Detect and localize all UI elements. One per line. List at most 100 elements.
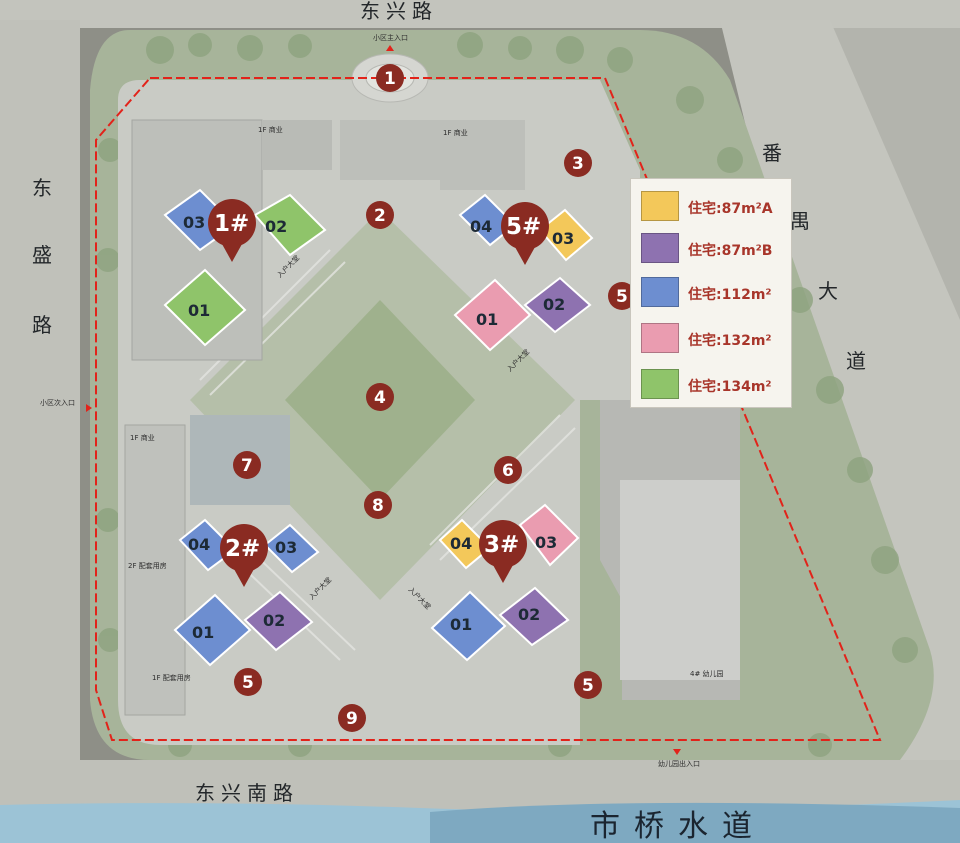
tower-3-unit-03-label: 03 <box>535 533 557 552</box>
secondary-entrance-label: 小区次入口 <box>40 398 75 407</box>
tower-5-unit-03 <box>538 208 594 262</box>
legend-item-134: 住宅:134m² <box>641 369 791 401</box>
svg-text:9: 9 <box>346 709 358 729</box>
marker-9: 9 <box>338 704 366 732</box>
tower-5-badge <box>501 202 549 250</box>
svg-text:1: 1 <box>384 69 396 89</box>
legend-item-87a: 住宅:87m²A <box>641 191 791 223</box>
tower-5-unit-04-label: 04 <box>470 217 492 236</box>
tower-3-badge-pin <box>493 565 513 583</box>
tower-3: 04 03 01 02 3# <box>430 503 580 662</box>
commercial-label-1: 1F 商业 <box>258 125 283 134</box>
road-label-east-2: 禺 <box>790 209 816 233</box>
svg-text:5: 5 <box>242 673 254 693</box>
svg-text:2: 2 <box>374 206 386 226</box>
legend-label: 住宅:112m² <box>688 287 772 303</box>
main-entrance-arrow <box>386 45 394 51</box>
tower-3-unit-01-label: 01 <box>450 615 472 634</box>
marker-5c: 5 <box>574 671 602 699</box>
north-commercial-3 <box>440 120 525 190</box>
tower-3-unit-04-label: 04 <box>450 534 472 553</box>
tower-1-unit-03-label: 03 <box>183 213 205 232</box>
ancillary-label-1f: 1F 配套用房 <box>152 673 191 682</box>
tower-1-badge <box>208 199 256 247</box>
road-label-east-4: 道 <box>846 349 872 373</box>
canal-label: 市桥水道 <box>590 809 766 843</box>
legend-label: 住宅:87m²A <box>688 201 773 217</box>
ancillary-label-2f: 2F 配套用房 <box>128 561 167 570</box>
svg-text:5: 5 <box>616 287 628 307</box>
tower-3-badge <box>479 520 527 568</box>
tower-3-unit-01 <box>430 590 507 662</box>
road-label-west: 东 盛 路 <box>32 176 58 337</box>
tower-5: 04 03 01 02 5# <box>453 193 594 352</box>
tower-2-unit-02 <box>243 590 314 652</box>
road-label-south: 东兴南路 <box>195 781 299 805</box>
tower-1-unit-02-label: 02 <box>265 217 287 236</box>
svg-text:5: 5 <box>582 676 594 696</box>
tower-5-unit-03-label: 03 <box>552 229 574 248</box>
tower-2-unit-04-label: 04 <box>188 535 210 554</box>
svg-text:6: 6 <box>502 461 514 481</box>
legend-swatch <box>641 191 679 221</box>
tower-3-unit-02 <box>498 586 570 647</box>
legend-item-112: 住宅:112m² <box>641 277 791 309</box>
legend-swatch <box>641 369 679 399</box>
legend-swatch <box>641 323 679 353</box>
marker-4: 4 <box>366 383 394 411</box>
svg-text:8: 8 <box>372 496 384 516</box>
tower-3-unit-03 <box>518 503 580 567</box>
marker-1: 1 <box>376 64 404 92</box>
kindergarten-roof <box>620 480 740 680</box>
legend-label: 住宅:134m² <box>688 379 772 395</box>
tower-2-unit-01 <box>173 593 252 667</box>
west-road <box>0 20 80 780</box>
tower-1-unit-01-label: 01 <box>188 301 210 320</box>
road-label-west-3: 路 <box>32 313 58 337</box>
marker-2: 2 <box>366 201 394 229</box>
tower-5-label: 5# <box>506 214 541 240</box>
legend-swatch <box>641 277 679 307</box>
tower-5-unit-02 <box>523 276 592 334</box>
kindergarten-label: 4# 幼儿园 <box>690 669 724 678</box>
tower-1-label: 1# <box>214 211 249 237</box>
kindergarten-entrance-arrow <box>673 749 681 755</box>
legend-swatch <box>641 233 679 263</box>
tower-3-unit-02-label: 02 <box>518 605 540 624</box>
site-boundary <box>95 77 882 741</box>
north-commercial-2 <box>340 120 440 180</box>
west-ancillary <box>124 424 186 716</box>
marker-8: 8 <box>364 491 392 519</box>
tower-1-unit-02 <box>253 193 327 257</box>
commercial-label-2: 1F 商业 <box>443 128 468 137</box>
north-commercial-1 <box>262 120 332 170</box>
legend-item-132: 住宅:132m² <box>641 323 791 355</box>
tower-2-unit-01-label: 01 <box>192 623 214 642</box>
tower-5-unit-02-label: 02 <box>543 295 565 314</box>
legend-label: 住宅:132m² <box>688 333 772 349</box>
marker-7: 7 <box>233 451 261 479</box>
road-label-west-1: 东 <box>32 176 58 200</box>
tower-2-badge-pin <box>234 569 254 587</box>
tower-1: 03 02 01 1# <box>163 188 327 347</box>
road-label-east: 番 禺 大 道 <box>762 141 872 373</box>
unit-type-legend: 住宅:87m²A 住宅:87m²B 住宅:112m² 住宅:132m² 住宅:1… <box>630 178 792 408</box>
road-label-east-1: 番 <box>762 141 788 165</box>
tower-2: 04 03 01 02 2# <box>173 518 320 667</box>
tower-1-badge-pin <box>222 244 242 262</box>
marker-5a: 5 <box>608 282 636 310</box>
marker-3: 3 <box>564 149 592 177</box>
road-label-east-3: 大 <box>818 279 844 303</box>
canal-water-deep <box>430 802 960 843</box>
tower-2-badge <box>220 524 268 572</box>
main-entrance-label: 小区主入口 <box>373 33 408 42</box>
legend-label: 住宅:87m²B <box>688 243 773 259</box>
tower-5-unit-01-label: 01 <box>476 310 498 329</box>
tower-1-unit-01 <box>163 268 247 347</box>
tower-2-label: 2# <box>225 536 260 562</box>
road-label-west-2: 盛 <box>32 243 58 267</box>
secondary-entrance-arrow <box>86 404 92 412</box>
tower-2-unit-02-label: 02 <box>263 611 285 630</box>
svg-text:7: 7 <box>241 456 253 476</box>
